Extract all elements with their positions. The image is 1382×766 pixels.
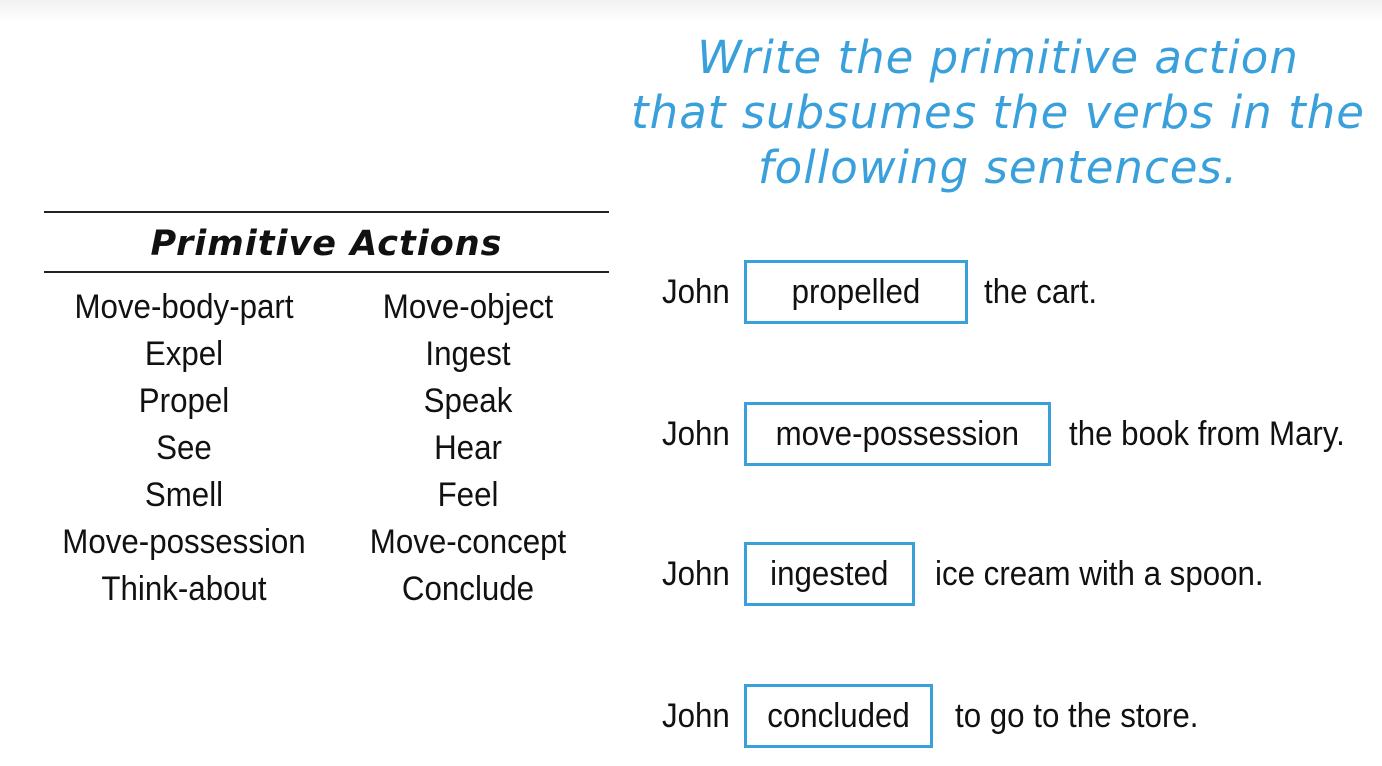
primitive-actions-right-column: Move-object Ingest Speak Hear Feel Move-… [330,284,606,613]
table-header-rule [44,271,609,273]
primitive-actions-title: Primitive Actions [150,224,503,264]
answer-box-4[interactable]: concluded [744,684,933,748]
sentence-subject: John [662,696,730,735]
list-item: Ingest [425,335,511,373]
answer-text: ingested [770,554,889,593]
answer-text: move-possession [775,414,1020,453]
list-item: Move-object [382,288,554,326]
list-item: Conclude [401,570,535,608]
answer-text: propelled [791,272,921,311]
list-item: Speak [423,382,513,420]
list-item: Expel [144,335,224,373]
instruction-prompt: Write the primitive action that subsumes… [622,30,1374,195]
primitive-actions-left-column: Move-body-part Expel Propel See Smell Mo… [46,284,322,613]
sentence-1: John propelled the cart. [662,260,1107,324]
answer-box-1[interactable]: propelled [744,260,968,324]
sentence-4: John concluded to go to the store. [662,684,1220,748]
sentence-3: John ingested ice cream with a spoon. [662,542,1292,606]
answer-box-3[interactable]: ingested [744,542,915,606]
list-item: Move-possession [62,523,306,561]
sentence-2: John move-possession the book from Mary. [662,402,1369,466]
answer-text: concluded [767,696,910,735]
answer-box-2[interactable]: move-possession [744,402,1051,466]
sentence-subject: John [662,272,730,311]
sentence-subject: John [662,554,730,593]
list-item: Feel [437,476,499,514]
list-item: Move-body-part [74,288,294,326]
list-item: Smell [144,476,224,514]
sentence-subject: John [662,414,730,453]
list-item: Propel [138,382,230,420]
prompt-line-1: Write the primitive action [697,31,1299,84]
list-item: Move-concept [369,523,567,561]
table-top-rule [44,211,609,213]
list-item: Hear [434,429,502,467]
sentence-rest: ice cream with a spoon. [935,554,1264,593]
sentence-rest: the book from Mary. [1069,414,1345,453]
sentence-rest: the cart. [984,272,1098,311]
prompt-line-3: following sentences. [757,141,1239,194]
prompt-line-2: that subsumes the verbs in the [631,86,1365,139]
list-item: Think-about [101,570,267,608]
list-item: See [156,429,212,467]
sentence-rest: to go to the store. [955,696,1199,735]
